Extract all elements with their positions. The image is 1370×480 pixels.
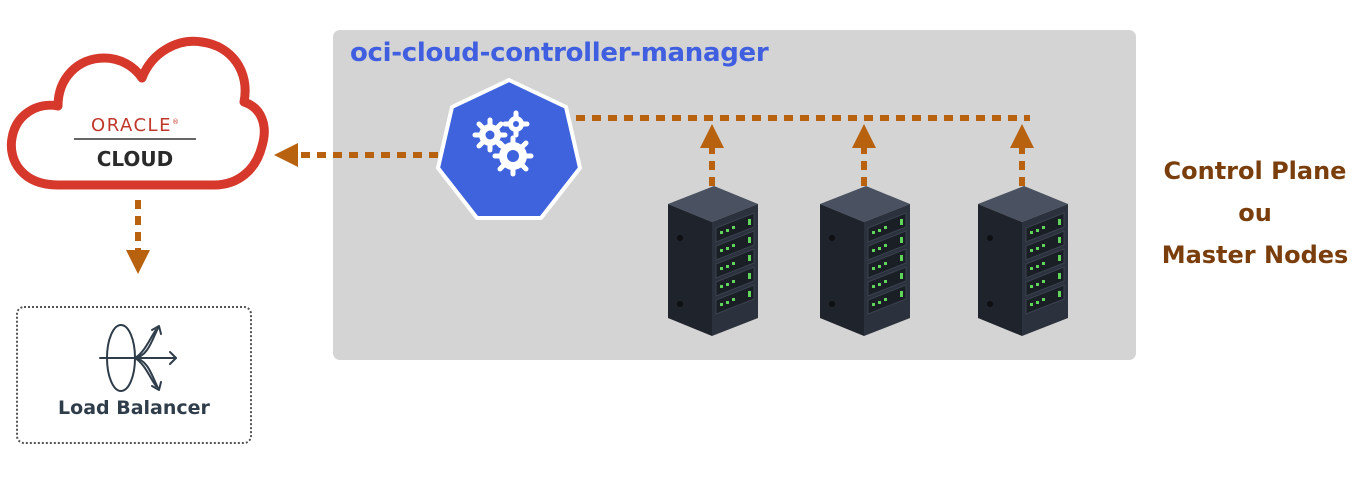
gears-icon [472,110,534,177]
cluster-title: oci-cloud-controller-manager [350,38,769,68]
side-label-line-3: Master Nodes [1161,241,1349,269]
connectors [126,115,1034,274]
side-label-line-2: ou [1238,199,1272,227]
oracle-product-text: CLOUD [96,147,174,171]
server-rack-icon [977,185,1069,337]
server-rack-icon [668,186,758,336]
load-balancer-icon [99,324,177,392]
oracle-cloud-icon [6,36,269,190]
side-label-line-1: Control Plane [1163,157,1347,185]
load-balancer-label: Load Balancer [58,397,210,419]
load-balancer-box [16,306,252,444]
oracle-brand-text: ORACLE® [91,115,179,136]
kubernetes-icon [436,78,582,220]
server-rack-icon [819,185,911,337]
